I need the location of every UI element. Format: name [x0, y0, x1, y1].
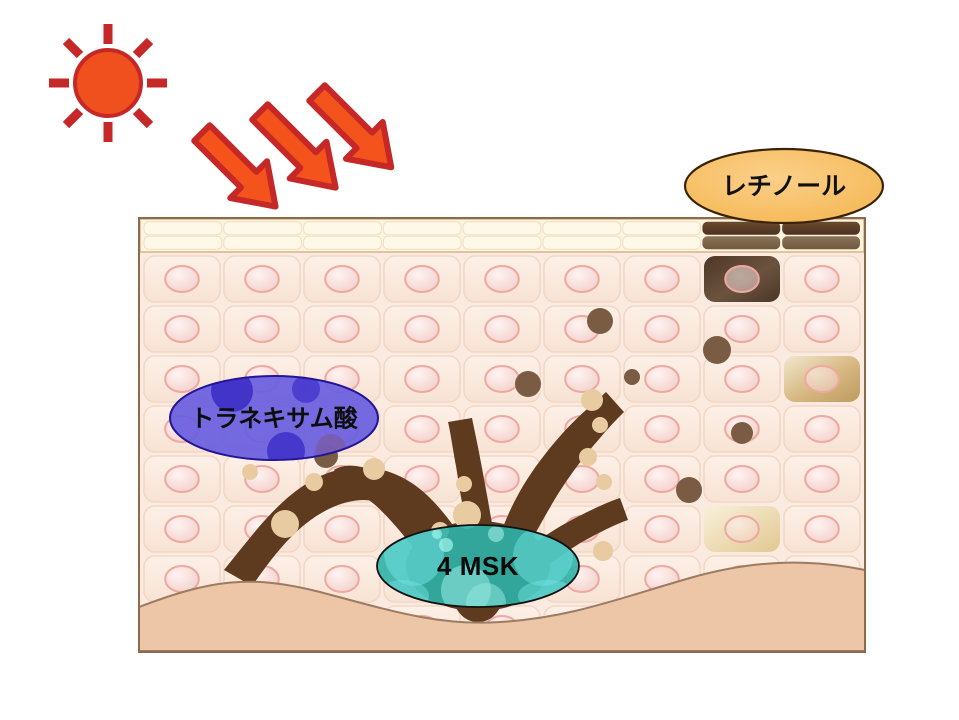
cell-nucleus	[644, 515, 680, 543]
corneum-cell	[462, 221, 542, 236]
cell-nucleus	[644, 265, 680, 293]
melanin-granule	[624, 369, 640, 385]
skin-block-border	[138, 217, 866, 653]
cell-nucleus	[564, 365, 600, 393]
melanin-granules	[314, 308, 753, 503]
cell-nucleus	[724, 515, 760, 543]
cell-nucleus	[804, 415, 840, 443]
retinol-ellipse[interactable]	[683, 147, 885, 225]
stratum-corneum	[139, 218, 865, 253]
corneum-cell	[382, 235, 462, 250]
cell-nucleus	[804, 515, 840, 543]
corneum-cell	[542, 221, 622, 236]
cell-nucleus	[484, 315, 520, 343]
cell-nucleus	[324, 265, 360, 293]
sun-disc	[73, 48, 143, 118]
cell-nucleus	[724, 465, 760, 493]
tranexamic-acid-label: トラネキサム酸	[190, 405, 359, 432]
msk-ellipse[interactable]	[376, 524, 580, 608]
corneum-cell	[303, 235, 382, 250]
corneum-cell	[462, 235, 542, 250]
cell-nucleus	[404, 265, 440, 293]
cell-nucleus	[724, 315, 760, 343]
melanin-granule	[731, 422, 753, 444]
corneum-cell	[542, 235, 622, 250]
uv-arrow-3	[306, 82, 395, 171]
cell-nucleus	[804, 315, 840, 343]
cell-nucleus	[244, 315, 280, 343]
melanosomes	[242, 389, 613, 561]
corneum-cell	[143, 235, 223, 250]
uv-arrow-2	[249, 101, 339, 191]
cell-nucleus	[564, 265, 600, 293]
cell-nucleus	[404, 415, 440, 443]
melanin-granule	[587, 308, 613, 334]
corneum-cell	[622, 221, 702, 236]
cell-nucleus	[164, 515, 200, 543]
cell-nucleus	[484, 465, 520, 493]
melanin-granule	[703, 336, 731, 364]
uv-arrow-1	[191, 122, 279, 210]
corneum-cell	[622, 235, 702, 250]
cell-nucleus	[404, 315, 440, 343]
cell-nucleus	[324, 565, 360, 593]
cell-nucleus	[324, 515, 360, 543]
corneum-cell	[782, 236, 860, 250]
cell-nucleus	[164, 365, 200, 393]
cell-nucleus	[484, 265, 520, 293]
melanin-granule	[676, 477, 702, 503]
corneum-cell	[303, 221, 382, 236]
cell-nucleus	[164, 465, 200, 493]
sun-icon	[49, 24, 167, 142]
cell-nucleus	[804, 365, 840, 393]
cell-nucleus	[724, 365, 760, 393]
cell-nucleus	[244, 265, 280, 293]
cell-nucleus	[164, 315, 200, 343]
cell-nucleus	[644, 315, 680, 343]
corneum-cell	[382, 221, 462, 236]
corneum-cell	[143, 221, 223, 236]
dermis-layer	[138, 561, 866, 652]
corneum-cell	[702, 236, 781, 250]
cell-nucleus	[724, 265, 760, 293]
cell-nucleus	[324, 315, 360, 343]
cell-nucleus	[804, 465, 840, 493]
cell-nucleus	[644, 365, 680, 393]
callout-retinol[interactable]: レチノール	[683, 147, 885, 225]
melanin-granule	[515, 371, 541, 397]
uv-arrows-group	[191, 82, 395, 210]
corneum-cell	[223, 221, 303, 236]
cell-nucleus	[804, 265, 840, 293]
cell-nucleus	[644, 465, 680, 493]
retinol-label: レチノール	[722, 173, 846, 201]
corneum-cell	[702, 221, 781, 235]
dendrite-lower-left	[224, 467, 478, 588]
cell-nucleus	[164, 265, 200, 293]
cell-nucleus	[404, 365, 440, 393]
cell-nucleus	[644, 415, 680, 443]
cell-nucleus	[164, 565, 200, 593]
cell-nucleus	[484, 365, 520, 393]
tranexamic-ellipse[interactable]	[169, 375, 379, 461]
callout-tranexamic-acid[interactable]: トラネキサム酸	[169, 370, 379, 470]
cell-nucleus	[484, 415, 520, 443]
corneum-cell	[223, 235, 303, 250]
dendrite-upper-right	[492, 392, 624, 568]
msk-label: 4 MSK	[437, 551, 519, 581]
corneum-cell	[782, 221, 860, 235]
